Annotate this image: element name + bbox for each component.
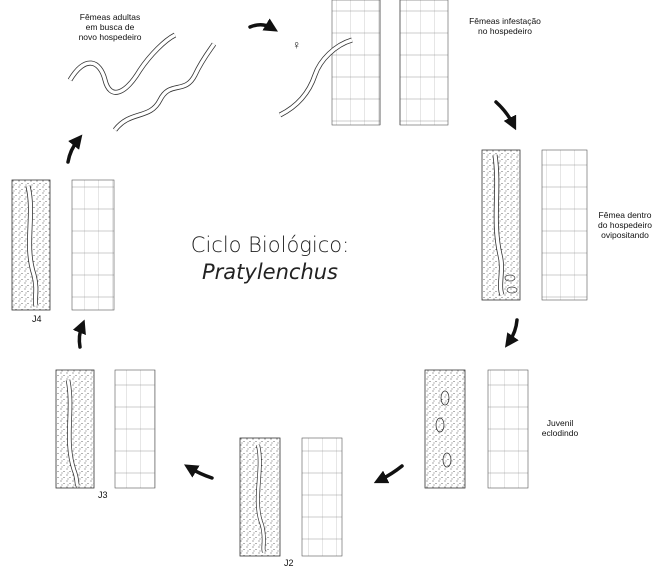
arrow-lower-right [380, 466, 402, 480]
arrow-right [509, 320, 517, 342]
female-symbol: ♀ [292, 38, 301, 52]
label-oviposition-line3: ovipositando [590, 230, 660, 240]
j3-root [56, 370, 155, 488]
infestation-root [280, 0, 448, 125]
label-oviposition-line2: do hospedeiro [590, 220, 660, 230]
label-oviposition-line1: Fêmea dentro [590, 210, 660, 220]
label-adult-search-line1: Fêmeas adultas [60, 12, 160, 22]
j2-root [240, 438, 342, 556]
arrow-upper-right [496, 102, 513, 124]
label-hatching-line2: eclodindo [530, 428, 590, 438]
label-adult-search: Fêmeas adultas em busca de novo hospedei… [60, 12, 160, 42]
label-j4: J4 [32, 314, 42, 324]
arrow-upper-left [68, 140, 78, 162]
label-adult-search-line3: novo hospedeiro [60, 32, 160, 42]
diagram-subtitle-genus: Pratylenchus [190, 260, 350, 284]
j4-root [12, 180, 114, 310]
label-infestation-line1: Fêmeas infestação [460, 16, 550, 26]
free-adult-females [70, 35, 214, 130]
arrow-bottom [190, 468, 212, 478]
label-oviposition: Fêmea dentro do hospedeiro ovipositando [590, 210, 660, 240]
label-j3: J3 [98, 490, 108, 500]
arrow-lower-left [79, 326, 82, 347]
label-infestation-line2: no hospedeiro [460, 26, 550, 36]
label-j2: J2 [284, 558, 294, 568]
hatching-root [425, 370, 528, 488]
label-adult-search-line2: em busca de [60, 22, 160, 32]
label-infestation: Fêmeas infestação no hospedeiro [460, 16, 550, 36]
diagram-title: Ciclo Biológico: [190, 233, 350, 257]
label-hatching-line1: Juvenil [530, 418, 590, 428]
label-hatching: Juvenil eclodindo [530, 418, 590, 438]
oviposition-root [482, 150, 587, 300]
arrow-top [250, 25, 272, 28]
